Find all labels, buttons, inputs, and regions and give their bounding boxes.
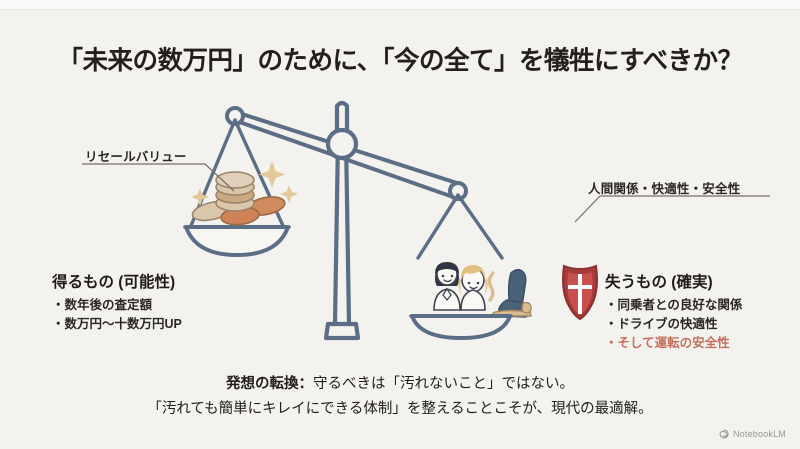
sparkle-icon-group <box>191 161 298 206</box>
lose-bullet-item: ・同乗者との良好な関係 <box>605 298 743 312</box>
scale-column-left <box>332 135 341 327</box>
conclusion-line-2: 「汚れても簡単にキレイにできる体制」を整えることこそが、現代の最適解。 <box>147 401 653 417</box>
lose-bullet-item-highlight: ・そして運転の安全性 <box>605 336 730 350</box>
scale-base <box>323 321 361 341</box>
scale-pivot <box>325 127 359 161</box>
left-callout-leader <box>82 163 235 192</box>
lose-bullet-list: ・同乗者との良好な関係 ・ドライブの快適性 ・そして運転の安全性 <box>605 296 742 353</box>
page-title: 「未来の数万円」のために、「今の全て」を犠牲にすべきか？ <box>57 47 743 75</box>
callout-label-resale-value: リセールバリュー <box>85 150 187 164</box>
conclusion-block: 発想の転換：守るべきは「汚れないこと」ではない。 「汚れても簡単にキレイにできる… <box>0 372 800 422</box>
scale-top-post <box>334 100 350 134</box>
conclusion-line-1: 発想の転換：守るべきは「汚れないこと」ではない。 <box>0 372 800 397</box>
right-callout-leader <box>574 195 770 223</box>
callout-label-relationship-comfort-safety: 人間関係・快適性・安全性 <box>588 182 741 196</box>
gain-bullet-item: ・数年後の査定額 <box>52 298 153 312</box>
watermark-label: NotebookLM <box>732 429 786 439</box>
gain-heading: 得るもの (可能性) <box>52 274 176 291</box>
gain-bullet-item: ・数万円〜十数万円UP <box>52 317 182 331</box>
car-seat-icon <box>487 268 532 318</box>
right-pan-string-a <box>416 193 460 260</box>
couple-icon <box>433 262 488 311</box>
right-pan-bowl <box>410 314 512 340</box>
scale-column-right <box>343 135 352 327</box>
coin-stack-icon <box>191 171 286 226</box>
balance-scale-illustration <box>183 100 598 341</box>
notebooklm-spiral-icon <box>719 429 729 439</box>
top-band-divider <box>0 9 800 10</box>
top-band <box>0 0 800 9</box>
left-pan-bowl <box>184 225 290 257</box>
gain-bullet-list: ・数年後の査定額 ・数万円〜十数万円UP <box>52 296 182 334</box>
scale-beam-right-end <box>448 181 468 201</box>
lose-bullet-item: ・ドライブの快適性 <box>605 317 718 331</box>
right-pan-string-b <box>456 193 504 260</box>
shield-icon <box>562 264 598 321</box>
conclusion-line-1-rest: 守るべきは「汚れないこと」ではない。 <box>313 376 574 392</box>
conclusion-lead: 発想の転換： <box>226 376 313 392</box>
watermark: NotebookLM <box>719 429 786 439</box>
lose-heading: 失うもの (確実) <box>605 274 713 291</box>
